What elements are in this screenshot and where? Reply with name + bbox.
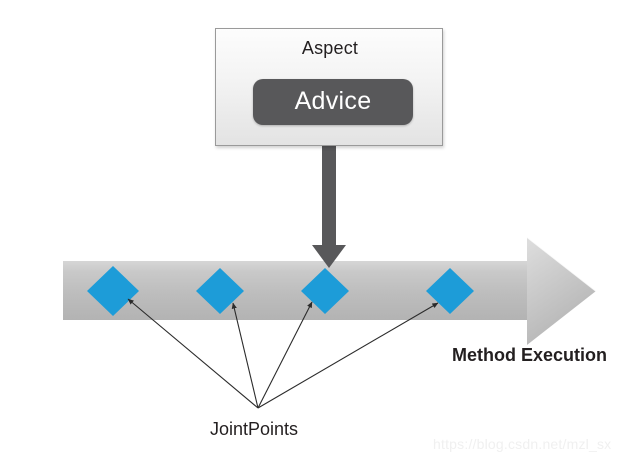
method-execution-label: Method Execution: [452, 345, 608, 365]
jointpoints-label: JointPoints: [210, 419, 299, 439]
leader-line-1: [127, 298, 259, 409]
advice-box[interactable]: Advice: [253, 79, 413, 125]
jointpoint-diamonds: [87, 266, 474, 316]
execution-arrowhead: [527, 237, 596, 345]
leader-line-4: [257, 302, 439, 409]
aspect-title: Aspect: [301, 38, 359, 58]
jointpoint-diamond-4[interactable]: [426, 268, 474, 314]
arrowhead-highlight: [526, 236, 597, 292]
jointpoint-leader-lines: [127, 298, 439, 409]
advice-arrow-shaft: [322, 146, 336, 251]
watermark-text: https://blog.csdn.net/mzl_sx: [433, 436, 612, 452]
jointpoint-diamond-1[interactable]: [87, 266, 139, 316]
jointpoint-diamond-2[interactable]: [196, 268, 244, 314]
leader-line-3: [257, 301, 313, 409]
advice-arrow-head: [312, 245, 346, 268]
aspect-box[interactable]: Aspect Advice: [215, 28, 443, 146]
jointpoint-diamond-3[interactable]: [301, 268, 349, 314]
leader-line-2: [231, 302, 259, 409]
advice-label: Advice: [294, 87, 372, 115]
advice-arrow: [312, 146, 346, 268]
